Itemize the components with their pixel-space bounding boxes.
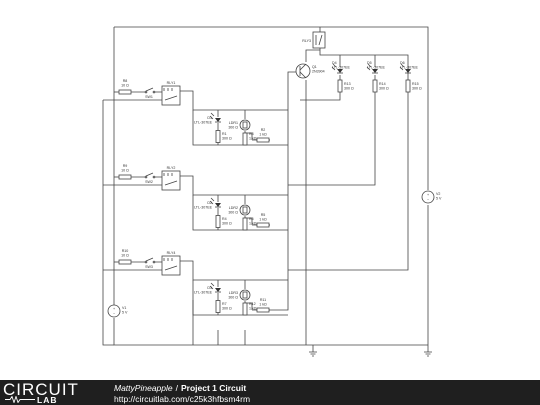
switch-resistor-value: 10 Ω: [121, 254, 129, 258]
schematic-canvas: RLY3Q12N3904D4LTL-307EED5LTL-307EED6LTL-…: [102, 26, 442, 357]
indicator-led-name: D4: [332, 61, 337, 65]
switch-resistor-value: 10 Ω: [121, 169, 129, 173]
main-relay-label: RLY3: [302, 39, 311, 43]
relay-label: RLY2: [167, 166, 176, 170]
right-resistor-value: 1 kΩ: [249, 137, 257, 141]
source-plus: +: [427, 193, 429, 197]
indicator-resistor-value: 300 Ω: [344, 87, 354, 91]
author-line: MattyPineapple/Project 1 Circuit: [114, 383, 246, 393]
series-resistor-name: R5: [261, 213, 266, 217]
left-resistor-value: 300 Ω: [222, 307, 232, 311]
led-part: LTL-307EE: [194, 206, 213, 210]
indicator-resistor-name: R13: [344, 82, 351, 86]
led-name: D2: [207, 201, 212, 205]
ldr-name: LDR2: [229, 206, 238, 210]
switch-resistor-value: 10 Ω: [121, 84, 129, 88]
led-part: LTL-307EE: [194, 121, 213, 125]
left-resistor-value: 300 Ω: [222, 137, 232, 141]
led-name: D3: [207, 286, 212, 290]
switch-resistor-name: R10: [122, 249, 129, 253]
ldr-name: LDR3: [229, 291, 238, 295]
switch-label: SW3: [145, 265, 153, 269]
switch-label: SW2: [145, 180, 153, 184]
switch-resistor-name: R9: [123, 164, 128, 168]
indicator-led-part: LTL-307EE: [400, 66, 419, 70]
series-resistor-value: 1 kΩ: [259, 303, 267, 307]
left-resistor-name: R1: [222, 132, 227, 136]
project-title[interactable]: Project 1 Circuit: [180, 383, 247, 393]
indicator-led-name: D6: [400, 61, 405, 65]
title-separator: /: [175, 383, 178, 393]
right-resistor-name: R3: [249, 132, 254, 136]
indicator-led-part: LTL-307EE: [332, 66, 351, 70]
indicator-resistor-value: 300 Ω: [379, 87, 389, 91]
ldr-value: 300 Ω: [228, 126, 238, 130]
right-resistor-value: 1 kΩ: [249, 222, 257, 226]
switch-label: SW1: [145, 95, 153, 99]
indicator-led-name: D5: [367, 61, 372, 65]
ground-2: [424, 351, 432, 357]
indicator-resistor-name: R14: [379, 82, 386, 86]
source-v2-value: 5 V: [436, 197, 442, 201]
left-resistor-value: 300 Ω: [222, 222, 232, 226]
ldr-value: 300 Ω: [228, 211, 238, 215]
source-v1-name: V1: [122, 306, 126, 310]
circuitlab-logo[interactable]: CIRCUIT LAB: [3, 380, 95, 405]
left-resistor-name: R4: [222, 217, 227, 221]
right-resistor-name: R12: [249, 302, 256, 306]
transistor-name: Q1: [312, 65, 317, 69]
indicator-resistor-value: 300 Ω: [412, 87, 422, 91]
indicator-led-part: LTL-307EE: [367, 66, 386, 70]
source-minus: −: [113, 312, 115, 316]
right-resistor-value: 1 kΩ: [249, 307, 257, 311]
ground-1: [309, 351, 317, 357]
left-resistor-name: R7: [222, 302, 227, 306]
right-resistor-name: R6: [249, 217, 254, 221]
footer-bar: CIRCUIT LAB MattyPineapple/Project 1 Cir…: [0, 380, 540, 405]
relay-label: RLY4: [167, 251, 176, 255]
main-relay: RLY3: [302, 31, 326, 49]
source-minus: −: [427, 198, 429, 202]
logo-text-lab: LAB: [37, 395, 58, 405]
source-v1-value: 5 V: [122, 311, 128, 315]
transistor-value: 2N3904: [312, 70, 325, 74]
source-v2: +− V25 V: [421, 190, 442, 204]
series-resistor-value: 1 kΩ: [259, 218, 267, 222]
relay-label: RLY1: [167, 81, 176, 85]
series-resistor-value: 1 kΩ: [259, 133, 267, 137]
logo-text-circuit: CIRCUIT: [3, 380, 79, 399]
ldr-value: 300 Ω: [228, 296, 238, 300]
series-resistor-name: R11: [260, 298, 266, 302]
led-name: D1: [207, 116, 212, 120]
source-v2-name: V2: [436, 192, 440, 196]
switch-resistor-name: R8: [123, 79, 128, 83]
series-resistor-name: R2: [261, 128, 266, 132]
led-part: LTL-307EE: [194, 291, 213, 295]
author-name[interactable]: MattyPineapple: [114, 383, 173, 393]
ldr-name: LDR1: [229, 121, 238, 125]
project-url[interactable]: http://circuitlab.com/c25k3hfbsm4rm: [114, 394, 251, 404]
source-v1: +− V15 V: [107, 304, 128, 318]
logo-wave-icon: [5, 396, 35, 403]
schematic-components: RLY3Q12N3904D4LTL-307EED5LTL-307EED6LTL-…: [107, 31, 442, 357]
indicator-resistor-name: R15: [412, 82, 419, 86]
source-plus: +: [113, 307, 115, 311]
